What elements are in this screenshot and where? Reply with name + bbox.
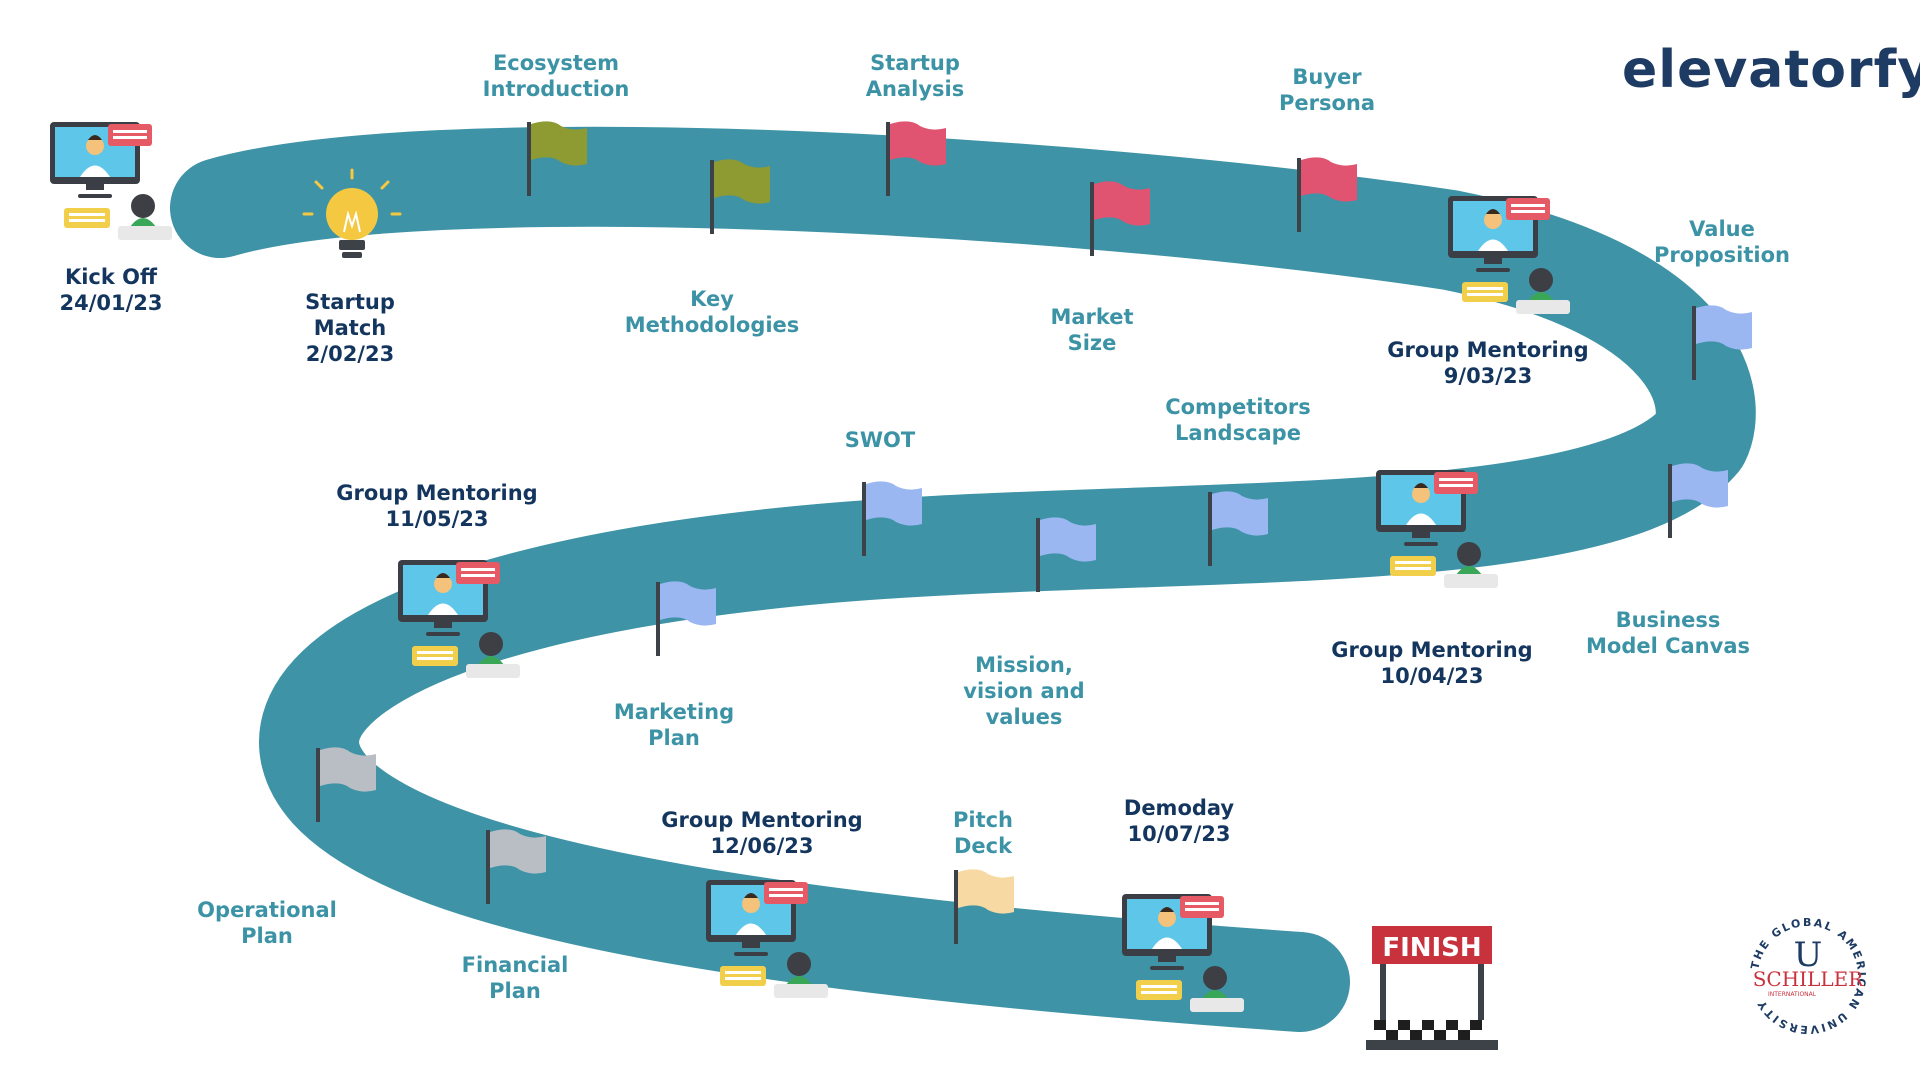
- university-seal-logo: THE GLOBAL AMERICAN UNIVERSITY U SCHILLE…: [1748, 916, 1866, 1036]
- finish-gate-icon: FINISH: [1366, 926, 1498, 1050]
- milestone-pitch: Pitch Deck: [952, 808, 1014, 858]
- finish-label: FINISH: [1382, 933, 1481, 963]
- milestone-mission: Mission, vision and values: [963, 653, 1085, 729]
- milestone-competitors: Competitors Landscape: [1165, 395, 1311, 445]
- milestone-kickoff: Kick Off 24/01/23: [59, 265, 163, 315]
- milestone-financial: Financial Plan: [461, 953, 569, 1003]
- svg-text:U: U: [1794, 935, 1823, 975]
- milestone-startup-match: Startup Match 2/02/23: [305, 290, 395, 366]
- seal-sub: INTERNATIONAL: [1768, 991, 1817, 998]
- milestone-ecosystem: Ecosystem Introduction: [482, 51, 630, 101]
- milestone-gm1: Group Mentoring 9/03/23: [1387, 338, 1589, 388]
- road-path: [170, 126, 1756, 1032]
- milestone-gm4: Group Mentoring 12/06/23: [661, 808, 863, 858]
- logo-text: elevatorfy: [1622, 40, 1920, 100]
- milestone-value-proposition: Value Proposition: [1654, 217, 1790, 267]
- seal-name: SCHILLER: [1753, 967, 1865, 991]
- milestone-gm2: Group Mentoring 11/05/23: [336, 481, 538, 531]
- milestone-operational: Operational Plan: [197, 898, 337, 948]
- milestone-market-size: Market Size: [1050, 305, 1134, 355]
- milestone-business-model: Business Model Canvas: [1585, 608, 1751, 658]
- milestone-gm3: Group Mentoring 10/04/23: [1331, 638, 1533, 688]
- checkered-floor: [1366, 1020, 1498, 1050]
- mentoring-icon: [50, 122, 172, 240]
- lightbulb-icon: [302, 168, 402, 258]
- milestone-demoday: Demoday 10/07/23: [1123, 796, 1235, 846]
- milestone-startup-analysis: Startup Analysis: [865, 51, 965, 101]
- milestone-marketing: Marketing Plan: [613, 700, 735, 750]
- elevatorfy-logo: elevatorfy: [1622, 40, 1920, 100]
- milestone-swot: SWOT: [844, 428, 916, 452]
- milestone-buyer-persona: Buyer Persona: [1278, 65, 1376, 115]
- milestone-key-methodologies: Key Methodologies: [624, 287, 800, 337]
